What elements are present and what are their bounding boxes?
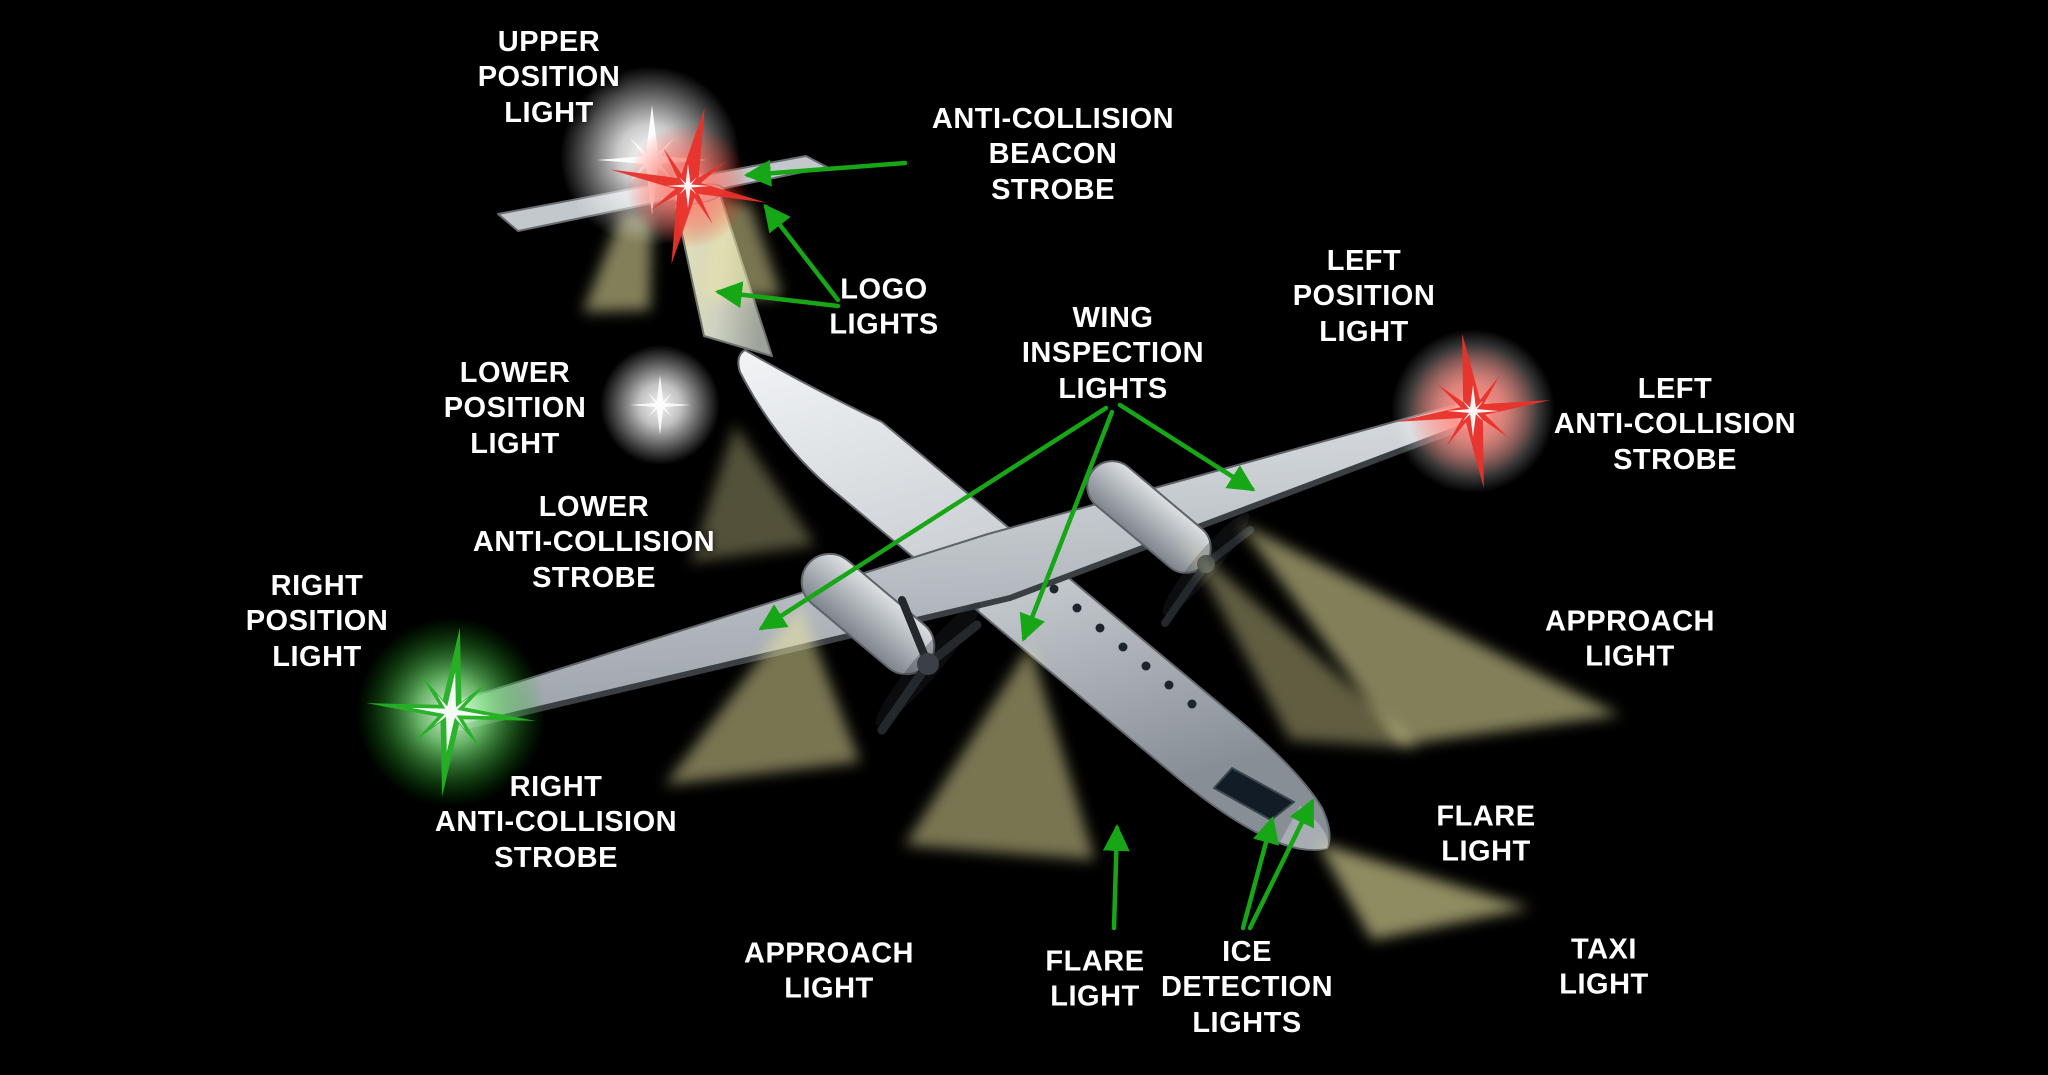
- label-upper-position-light: UPPER POSITION LIGHT: [477, 25, 621, 129]
- anti-collision-beacon-glow: [593, 91, 783, 281]
- lower-position-light-glow: [600, 345, 720, 465]
- arrow-logo-light-lower: [714, 281, 841, 309]
- label-lower-position-light: LOWER POSITION LIGHT: [443, 356, 587, 460]
- label-right-anti-collision-strobe: RIGHT ANTI-COLLISION STROBE: [434, 770, 678, 874]
- label-approach-light-left-wing: APPROACH LIGHT: [1545, 605, 1715, 673]
- arrow-wing-inspection-left: [758, 405, 1109, 631]
- right-position-light-glow: [356, 617, 546, 807]
- fuselage: [737, 349, 1331, 851]
- belly-beam: [905, 645, 1095, 860]
- label-wing-inspection-lights: WING INSPECTION LIGHTS: [1021, 301, 1205, 405]
- arrow-wing-inspection-center: [1019, 409, 1115, 642]
- light-glows: [356, 66, 1562, 807]
- arrow-wing-inspection-right: [1117, 402, 1256, 492]
- label-left-anti-collision-strobe: LEFT ANTI-COLLISION STROBE: [1553, 372, 1797, 476]
- label-taxi-light: TAXI LIGHT: [1559, 933, 1649, 1001]
- taxi-light-beam: [1317, 842, 1530, 940]
- arrow-ice-detection-1: [1240, 816, 1280, 931]
- label-right-position-light: RIGHT POSITION LIGHT: [245, 569, 389, 673]
- wing-beam-right-down: [665, 605, 860, 785]
- label-flare-light-right-side: FLARE LIGHT: [1436, 800, 1536, 868]
- approach-light-beam-outer: [1238, 522, 1620, 745]
- label-lower-anti-collision-strobe: LOWER ANTI-COLLISION STROBE: [472, 490, 716, 594]
- label-logo-lights: LOGO LIGHTS: [829, 273, 939, 341]
- propeller-near: [875, 596, 982, 735]
- approach-light-beam-inner: [1185, 540, 1420, 748]
- wing-leading-edge-boot: [455, 418, 1482, 731]
- label-flare-light-bottom: FLARE LIGHT: [1045, 945, 1145, 1013]
- left-position-light-glow: [1384, 322, 1562, 500]
- arrow-logo-light-upper: [763, 203, 841, 303]
- arrow-beacon-strobe: [743, 159, 908, 187]
- annotation-arrows: [714, 159, 1315, 931]
- label-left-position-light: LEFT POSITION LIGHT: [1292, 244, 1436, 348]
- label-approach-light-bottom: APPROACH LIGHT: [744, 937, 914, 1005]
- label-anti-collision-beacon-strobe: ANTI-COLLISION BEACON STROBE: [931, 102, 1175, 206]
- arrow-flare-light-bottom: [1102, 823, 1130, 931]
- label-ice-detection-lights: ICE DETECTION LIGHTS: [1160, 935, 1334, 1039]
- rear-fuselage-beam: [690, 425, 815, 562]
- arrow-ice-detection-2: [1247, 798, 1315, 931]
- aircraft-illustration: [450, 155, 1482, 851]
- light-beams: [583, 198, 1620, 940]
